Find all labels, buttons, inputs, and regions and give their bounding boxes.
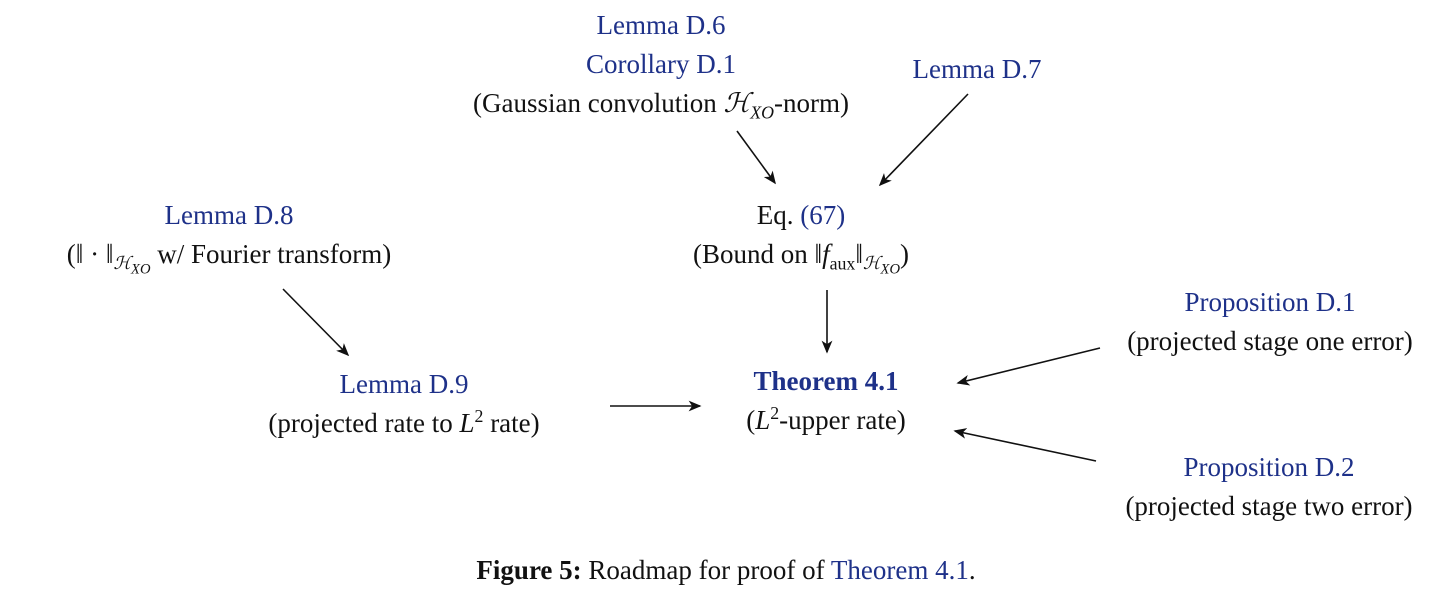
desc-norm-fourier-transform: (‖ · ‖ℋXO w/ Fourier transform): [66, 235, 392, 277]
node-lemma-d9: Lemma D.9 (projected rate to L2 rate): [268, 365, 539, 443]
L-symbol: L: [459, 408, 475, 438]
arrow-lemma-d7-to-eq67: [878, 93, 969, 187]
desc-gaussian-convolution: (Gaussian convolution ℋXO-norm): [473, 84, 849, 123]
arrow-prop-d1-to-theorem: [956, 347, 1101, 386]
L-symbol: L: [755, 405, 771, 435]
ref-theorem-4-1[interactable]: Theorem 4.1: [753, 366, 899, 396]
f-symbol: f: [822, 239, 830, 269]
ref-lemma-d8[interactable]: Lemma D.8: [164, 200, 294, 230]
ref-theorem-4-1-caption[interactable]: Theorem 4.1: [830, 555, 969, 585]
caption-figure-label: Figure 5:: [476, 555, 582, 585]
desc-gaussian-pre: (Gaussian convolution: [473, 88, 724, 118]
desc-bound-on-faux-norm: (Bound on ‖faux‖ℋXO): [692, 235, 910, 277]
node-lemma-d8: Lemma D.8 (‖ · ‖ℋXO w/ Fourier transform…: [66, 196, 392, 277]
eq-67-title: Eq. (67): [693, 196, 909, 235]
ref-eq-67[interactable]: (67): [800, 200, 846, 230]
arrow-gaussian-to-eq67: [736, 130, 776, 185]
node-theorem-4-1: Theorem 4.1 (L2-upper rate): [746, 362, 906, 440]
script-H-symbol: ℋ: [723, 88, 751, 118]
caption-text-post: .: [968, 555, 976, 585]
ref-corollary-d1[interactable]: Corollary D.1: [586, 49, 736, 79]
arrow-lemma-d8-to-lemma-d9: [282, 288, 350, 357]
desc-projected-stage-two-error: (projected stage two error): [1125, 491, 1413, 521]
desc-bound-post: ): [900, 239, 910, 269]
ref-lemma-d7[interactable]: Lemma D.7: [912, 54, 1042, 84]
norm-subscript: ℋXO: [113, 253, 150, 277]
script-H-subscript: XO: [750, 102, 774, 123]
desc-l9-pre: (projected rate to: [268, 408, 460, 438]
ref-lemma-d6[interactable]: Lemma D.6: [596, 10, 726, 40]
figure-caption: Figure 5: Roadmap for proof of Theorem 4…: [476, 551, 975, 590]
ref-proposition-d1[interactable]: Proposition D.1: [1184, 287, 1356, 317]
script-H-symbol: ℋ: [113, 253, 132, 274]
script-H-subscript: XO: [880, 261, 901, 278]
ref-proposition-d2[interactable]: Proposition D.2: [1183, 452, 1355, 482]
desc-projected-rate-to-l2-rate: (projected rate to L2 rate): [268, 404, 539, 443]
desc-gaussian-post: -norm): [773, 88, 849, 118]
node-eq-67: Eq. (67) (Bound on ‖faux‖ℋXO): [692, 196, 910, 277]
caption-text-pre: Roadmap for proof of: [581, 555, 831, 585]
node-proposition-d1: Proposition D.1 (projected stage one err…: [1127, 283, 1413, 361]
desc-fourier-post: w/ Fourier transform): [150, 239, 392, 269]
script-H-subscript: XO: [131, 261, 151, 278]
desc-fourier-pre: (‖ · ‖: [66, 239, 114, 269]
desc-thm-post: -upper rate): [779, 405, 906, 435]
script-H-symbol: ℋ: [862, 253, 881, 274]
node-proposition-d2: Proposition D.2 (projected stage two err…: [1125, 448, 1412, 526]
eq-67-label: Eq.: [756, 200, 801, 230]
desc-thm-pre: (: [746, 405, 756, 435]
arrow-prop-d2-to-theorem: [953, 428, 1097, 462]
norm-subscript: ℋXO: [862, 253, 900, 277]
ref-lemma-d9[interactable]: Lemma D.9: [339, 369, 469, 399]
L-superscript-2: 2: [474, 406, 484, 426]
node-gaussian-convolution: Lemma D.6 Corollary D.1 (Gaussian convol…: [473, 6, 849, 123]
f-subscript-aux: aux: [829, 253, 856, 274]
L-superscript-2: 2: [770, 403, 780, 423]
desc-l9-post: rate): [483, 408, 540, 438]
norm-close-bars: ‖: [855, 239, 863, 269]
desc-bound-pre: (Bound on ‖: [692, 239, 823, 269]
desc-l2-upper-rate: (L2-upper rate): [746, 401, 906, 440]
node-lemma-d7: Lemma D.7: [913, 50, 1042, 89]
desc-projected-stage-one-error: (projected stage one error): [1127, 326, 1413, 356]
